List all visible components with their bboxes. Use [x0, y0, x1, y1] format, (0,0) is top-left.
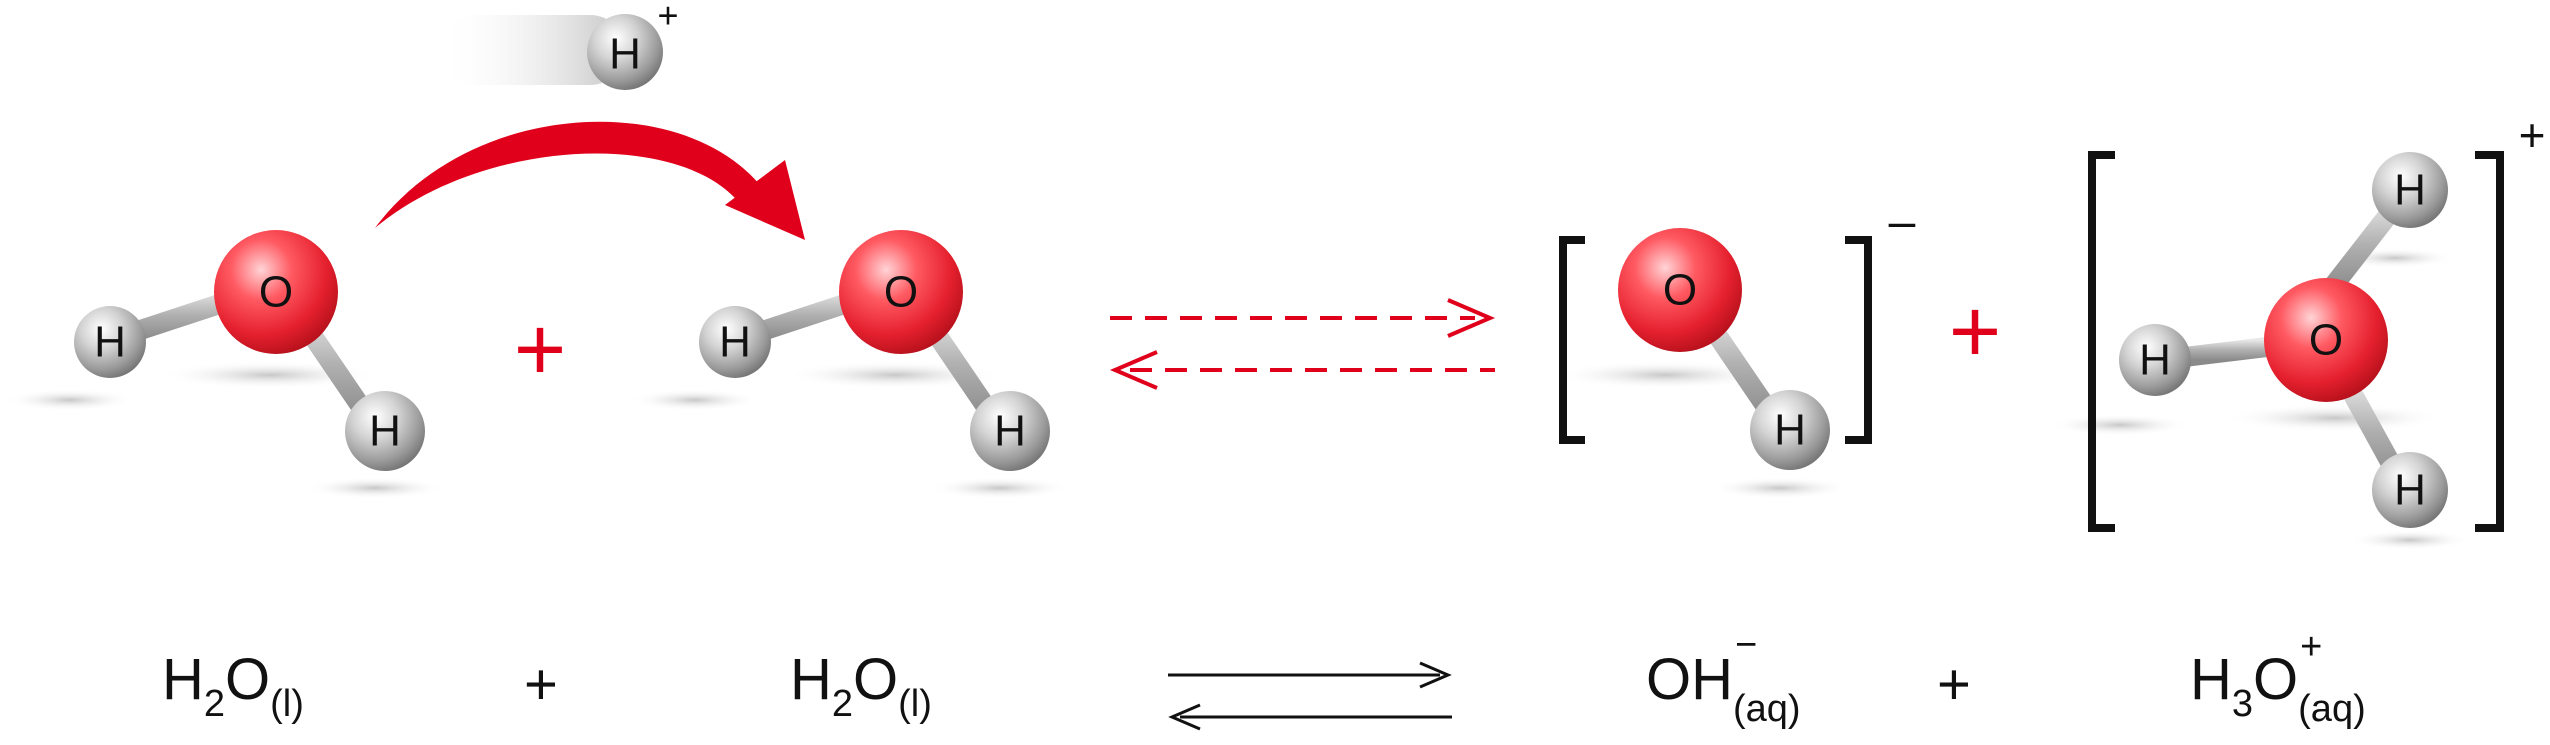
- formula-part: H: [162, 647, 204, 712]
- hydrogen-label: H: [2139, 336, 2171, 385]
- oxygen-label: O: [884, 268, 918, 317]
- oxygen-label: O: [259, 268, 293, 317]
- hydroxide-ion: O H –: [1555, 196, 1916, 499]
- hydrogen-label: H: [994, 407, 1026, 456]
- equation-hydronium: H3O+ (aq): [2190, 628, 2370, 728]
- formula-part: O: [853, 647, 899, 712]
- plus-sign-red: +: [1949, 282, 2002, 382]
- state-subscript: (aq): [2298, 688, 2366, 730]
- hydronium-ion: O H H H +: [2050, 109, 2545, 550]
- subscript: 2: [203, 683, 226, 726]
- equilibrium-arrows: [1168, 661, 1452, 731]
- charge-superscript: −: [1735, 624, 1758, 666]
- oxygen-label: O: [2309, 316, 2343, 365]
- hydrogen-label: H: [2394, 466, 2426, 515]
- equation-hydroxide: OH− (aq): [1646, 626, 1801, 728]
- equation-plus: +: [1937, 652, 1971, 717]
- formula-part: H: [2190, 647, 2232, 712]
- right-bracket: [2475, 151, 2504, 532]
- charge-superscript: +: [2300, 626, 2323, 668]
- formula-part: O: [2253, 647, 2299, 712]
- hydronium-charge: +: [2519, 109, 2546, 161]
- equation-plus: +: [524, 652, 558, 717]
- state-subscript: (l): [898, 683, 932, 726]
- proton-label: H: [609, 30, 641, 79]
- water-molecule-1: O H H: [5, 230, 445, 499]
- formula-part: OH: [1646, 647, 1733, 712]
- plus-sign-red: +: [514, 300, 567, 400]
- equation-water-1: H2O(l): [162, 640, 304, 725]
- right-bracket: [1845, 236, 1872, 444]
- formula-part: H: [790, 647, 832, 712]
- hydrogen-label: H: [369, 407, 401, 456]
- hydrogen-label: H: [1774, 406, 1806, 455]
- subscript: 3: [2231, 683, 2254, 726]
- proton-charge: +: [657, 0, 678, 36]
- state-subscript: (l): [270, 683, 304, 726]
- water-molecule-2: O H H: [630, 230, 1070, 499]
- hydrogen-label: H: [94, 318, 126, 367]
- state-subscript: (aq): [1733, 688, 1801, 730]
- proton: H +: [440, 0, 679, 90]
- dashed-equilibrium-arrows: [1109, 298, 1496, 390]
- left-bracket: [1559, 236, 1585, 444]
- hydrogen-label: H: [719, 318, 751, 367]
- formula-part: O: [225, 647, 271, 712]
- oxygen-label: O: [1663, 266, 1697, 315]
- proton-transfer-arrow: [375, 121, 805, 240]
- equation-water-2: H2O(l): [790, 640, 932, 725]
- hydroxide-charge: –: [1889, 196, 1916, 249]
- left-bracket: [2088, 151, 2115, 532]
- hydrogen-label: H: [2394, 166, 2426, 215]
- subscript: 2: [831, 683, 854, 726]
